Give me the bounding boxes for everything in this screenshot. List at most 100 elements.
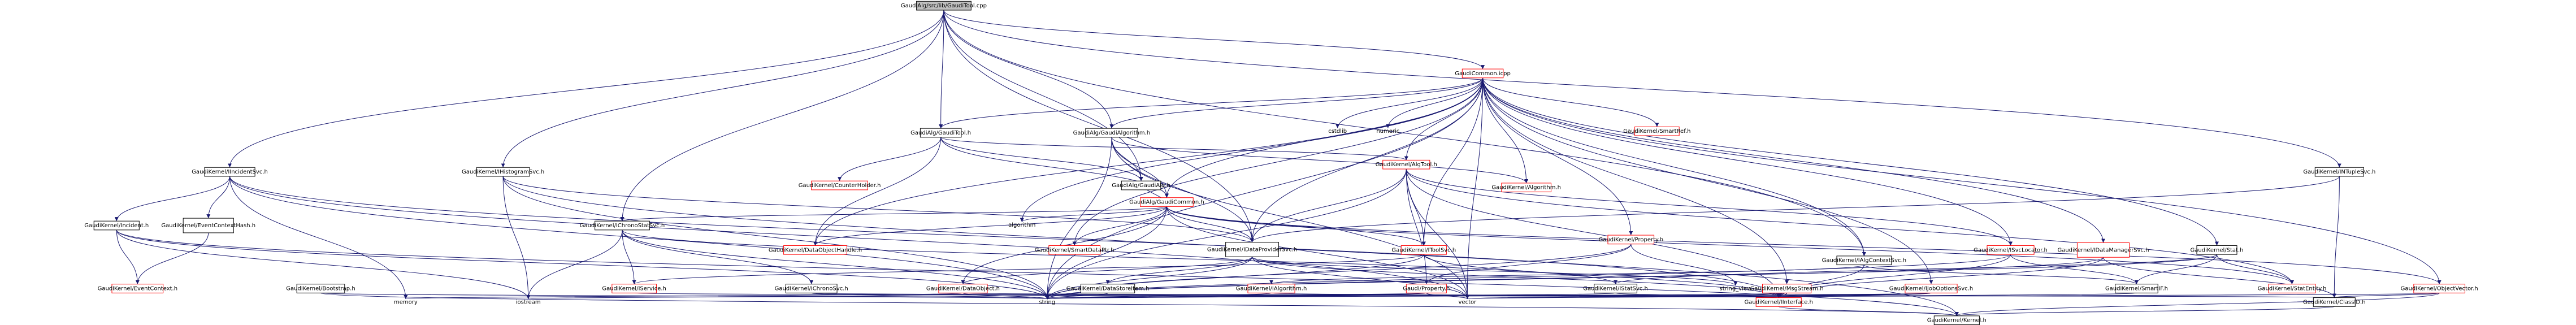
node-box-objectvector — [2413, 284, 2466, 293]
edge-gaudicommon_icpp-to-numeric — [1386, 77, 1484, 128]
edge-iincidentsvc-to-memory — [229, 176, 408, 299]
node-label-intuplesvc: GaudiKernel/INTupleSvc.h — [2303, 169, 2375, 175]
node-eventcontext[interactable]: GaudiKernel/EventContext.h — [98, 284, 177, 293]
node-ichronosvc[interactable]: GaudiKernel/IChronoSvc.h — [775, 284, 848, 293]
edge-stat-to-istatsvc — [1614, 254, 2218, 285]
node-algorithm_h[interactable]: GaudiKernel/Algorithm.h — [1491, 183, 1561, 193]
edge-gauditool_h-to-dataobjecthandle — [813, 137, 942, 246]
node-smartif[interactable]: GaudiKernel/SmartIF.h — [2105, 284, 2168, 293]
edge-gaudicommon_h-to-ichronostatsvc — [620, 206, 1167, 222]
node-counterholder[interactable]: GaudiKernel/CounterHolder.h — [799, 180, 881, 190]
edge-root-to-idataprovidersvc — [943, 10, 1255, 242]
edge-incident-to-iostream — [116, 229, 531, 299]
node-gaudicommon_icpp[interactable]: GaudiCommon.icpp — [1455, 68, 1511, 79]
node-idatamanagersvc[interactable]: GaudiKernel/IDataManagerSvc.h — [2057, 242, 2149, 258]
node-iservice[interactable]: GaudiKernel/IService.h — [602, 284, 666, 293]
node-box-isvclocator — [1987, 245, 2035, 255]
edge-ihistogramsvc-to-iostream — [502, 176, 531, 299]
edge-gaudialgorithm_h-to-gaudialg_h — [1111, 137, 1143, 181]
edge-gaudicommon_icpp-to-algtool — [1404, 77, 1484, 161]
node-stat[interactable]: GaudiKernel/Stat.h — [2191, 245, 2244, 255]
node-algtool[interactable]: GaudiKernel/AlgTool.h — [1376, 159, 1437, 170]
node-box-idataprovidersvc — [1225, 241, 1279, 257]
edge-algtool-to-gaudiproperty — [1406, 169, 1429, 284]
node-bootstrap[interactable]: GaudiKernel/Bootstrap.h — [286, 284, 355, 293]
edge-ijoboptionssvc-to-vector — [1465, 292, 1932, 300]
node-dataobject[interactable]: GaudiKernel/DataObject.h — [926, 284, 1000, 293]
node-gaudicommon_h[interactable]: GaudiAlg/GaudiCommon.h — [1129, 197, 1204, 207]
edge-gauditool_h-to-counterholder — [838, 137, 942, 181]
edge-ichronostatsvc-to-ichronosvc — [622, 229, 814, 284]
edge-objectvector-to-vector — [1467, 292, 2440, 300]
node-box-gaudicommon_h — [1140, 197, 1194, 207]
node-algorithm_std: algorithm — [1008, 222, 1035, 228]
edge-algtool-to-string — [1045, 169, 1407, 299]
edge-smartif-to-iinterface — [1777, 292, 2137, 298]
node-incident[interactable]: GaudiKernel/Incident.h — [84, 220, 149, 231]
edge-property-to-gaudiproperty — [1424, 244, 1632, 284]
node-box-msgstream — [1762, 284, 1812, 293]
node-gaudialgorithm_h[interactable]: GaudiAlg/GaudiAlgorithm.h — [1073, 128, 1151, 138]
node-box-dataobject — [938, 284, 988, 293]
node-istatsvc[interactable]: GaudiKernel/IStatSvc.h — [1583, 284, 1648, 293]
edge-itoolsvc-to-iservice — [632, 254, 1424, 285]
node-label-gaudiproperty: Gaudi/Property.h — [1403, 285, 1450, 292]
node-msgstream[interactable]: GaudiKernel/MsgStream.h — [1750, 284, 1824, 293]
node-ialgcontextsvc[interactable]: GaudiKernel/IAlgContextSvc.h — [1822, 255, 1907, 266]
edge-gaudicommon_h-to-dataobjecthandle — [813, 206, 1167, 246]
edge-gaudicommon_icpp-to-vector — [1465, 77, 1484, 299]
node-iinterface[interactable]: GaudiKernel/IInterface.h — [1745, 297, 1813, 307]
node-box-ichronostatsvc — [595, 220, 650, 231]
node-kernel[interactable]: GaudiKernel/Kernel.h — [1927, 315, 1987, 325]
node-box-algorithm_h — [1501, 183, 1551, 193]
node-label-smartif: GaudiKernel/SmartIF.h — [2105, 285, 2168, 292]
node-isvclocator[interactable]: GaudiKernel/ISvcLocator.h — [1974, 245, 2048, 255]
edge-stat-to-statentity — [2217, 254, 2294, 284]
node-smartref[interactable]: GaudiKernel/SmartRef.h — [1623, 126, 1691, 136]
node-label-dataobjecthandle: GaudiKernel/DataObjectHandle.h — [769, 247, 862, 253]
node-ihistogramsvc[interactable]: GaudiKernel/IHistogramSvc.h — [462, 167, 544, 177]
node-ijoboptionssvc[interactable]: GaudiKernel/IJobOptionsSvc.h — [1889, 284, 1973, 293]
edge-gaudicommon_h-to-itoolsvc — [1166, 206, 1426, 246]
node-classid[interactable]: GaudiKernel/ClassID.h — [2303, 297, 2366, 307]
edge-gaudialgorithm_h-to-vector — [1111, 137, 1469, 299]
edge-classid-to-kernel — [1955, 306, 2335, 317]
node-label-ichronosvc: GaudiKernel/IChronoSvc.h — [775, 285, 848, 292]
edge-ichronostatsvc-to-iservice — [622, 229, 636, 284]
edge-gaudicommon_icpp-to-idatamanagersvc — [1482, 77, 2105, 243]
node-label-algorithm_std: algorithm — [1008, 222, 1035, 228]
node-ichronostatsvc[interactable]: GaudiKernel/IChronoStatSvc.h — [580, 220, 665, 231]
node-smartdataptr[interactable]: GaudiKernel/SmartDataPtr.h — [1035, 245, 1114, 255]
node-label-algtool: GaudiKernel/AlgTool.h — [1376, 162, 1437, 168]
node-ialgorithm[interactable]: GaudiKernel/IAlgorithm.h — [1236, 284, 1307, 293]
node-label-gauditool_h: GaudiAlg/GaudiTool.h — [910, 130, 971, 136]
node-box-algtool — [1382, 159, 1430, 170]
edge-iinterface-to-kernel — [1778, 306, 1959, 317]
node-gaudialg_h[interactable]: GaudiAlg/GaudiAlg.h — [1112, 180, 1170, 190]
edge-iincidentsvc-to-incident — [114, 176, 231, 222]
edge-root-to-gaudialg_h — [943, 10, 1143, 181]
node-gauditool_h[interactable]: GaudiAlg/GaudiTool.h — [910, 128, 971, 138]
node-box-itoolsvc — [1400, 245, 1447, 255]
node-property[interactable]: GaudiKernel/Property.h — [1599, 235, 1664, 245]
edge-gaudiproperty-to-iostream — [527, 292, 1427, 300]
edge-root-to-gaudicommon_icpp — [943, 10, 1485, 70]
node-eventcontexthash[interactable]: GaudiKernel/EventContextHash.h — [161, 218, 255, 233]
node-dataobjecthandle[interactable]: GaudiKernel/DataObjectHandle.h — [769, 245, 862, 255]
edge-root-to-intuplesvc — [943, 10, 2341, 168]
edge-idataprovidersvc-to-string_view — [1252, 256, 1738, 286]
node-itoolsvc[interactable]: GaudiKernel/IToolSvc.h — [1391, 245, 1456, 255]
node-intuplesvc[interactable]: GaudiKernel/INTupleSvc.h — [2303, 167, 2375, 177]
node-box-dataobjecthandle — [783, 245, 847, 255]
node-root[interactable]: GaudiAlg/src/lib/GaudiTool.cpp — [901, 1, 987, 11]
edge-gaudicommon_h-to-string — [1045, 206, 1167, 299]
node-statentity[interactable]: GaudiKernel/StatEntity.h — [2258, 284, 2327, 293]
node-idataprovidersvc[interactable]: GaudiKernel/IDataProviderSvc.h — [1207, 241, 1297, 257]
node-objectvector[interactable]: GaudiKernel/ObjectVector.h — [2401, 284, 2478, 293]
node-datastoreitem[interactable]: GaudiKernel/DataStoreItem.h — [1066, 284, 1150, 293]
node-label-ichronostatsvc: GaudiKernel/IChronoStatSvc.h — [580, 223, 665, 229]
node-iincidentsvc[interactable]: GaudiKernel/IIncidentSvc.h — [192, 167, 268, 177]
node-gaudiproperty[interactable]: Gaudi/Property.h — [1403, 284, 1450, 293]
node-box-smartdataptr — [1048, 245, 1101, 255]
